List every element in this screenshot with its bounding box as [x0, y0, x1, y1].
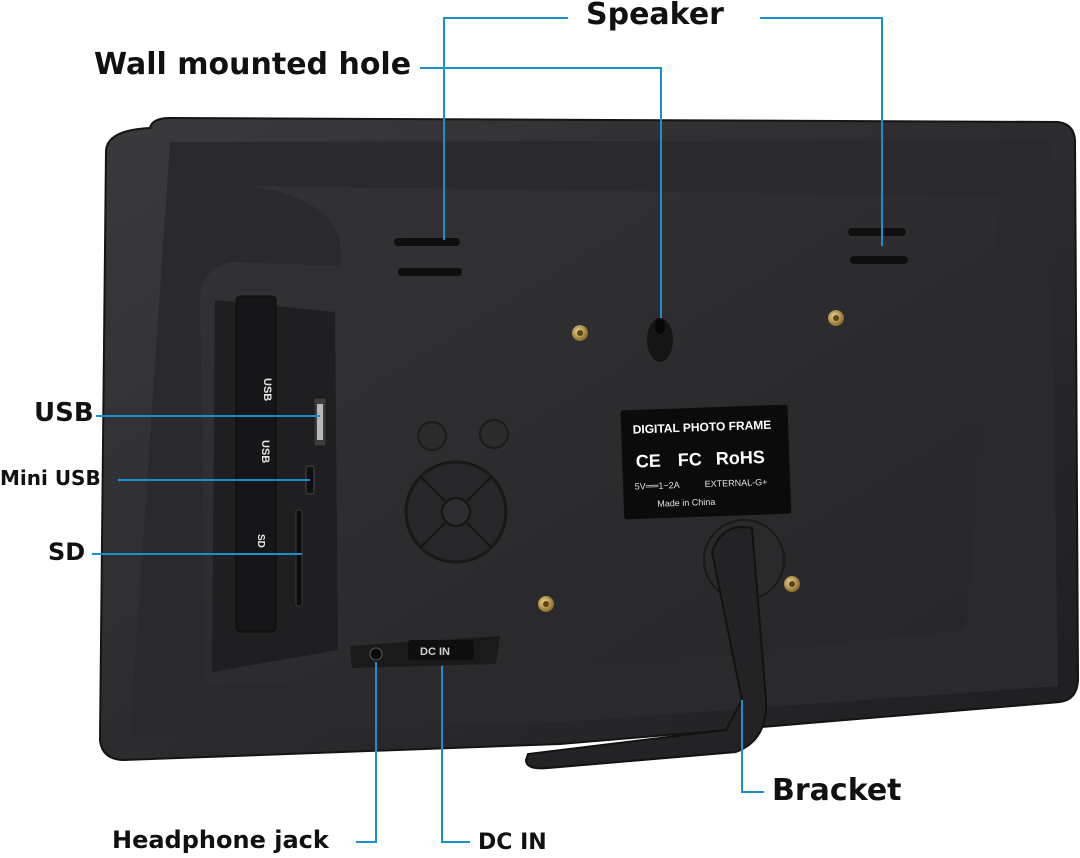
- rohs-mark: RoHS: [715, 447, 765, 469]
- slot-usb-marking-2: USB: [259, 440, 271, 463]
- callout-bracket: Bracket: [772, 773, 902, 808]
- back-panel: [200, 186, 1000, 686]
- speaker-grille-right-1: [848, 228, 906, 236]
- origin-marking: Made in China: [657, 497, 715, 509]
- speaker-grille-left-2: [398, 268, 462, 276]
- speaker-leader-left: [443, 17, 568, 240]
- wall-mount-hole: [647, 318, 673, 362]
- headphone-leader: [356, 662, 377, 843]
- speaker-grille-right-2: [850, 256, 908, 264]
- side-slot-strip: [235, 295, 277, 633]
- dc-in-port: [408, 640, 474, 660]
- dc-in-port-marking: DC IN: [420, 646, 450, 658]
- nameplate: DIGITAL PHOTO FRAME CE FC RoHS 5V══1~2A …: [619, 403, 793, 521]
- callout-headphone-jack: Headphone jack: [112, 826, 329, 854]
- sd-slot: [295, 509, 303, 607]
- callout-speaker: Speaker: [586, 0, 724, 32]
- ce-mark: CE: [635, 451, 661, 472]
- external-marking: EXTERNAL-G+: [704, 477, 767, 489]
- small-button-left: [417, 421, 447, 451]
- slot-usb-marking-1: USB: [261, 378, 273, 401]
- power-rating: 5V══1~2A: [635, 480, 680, 492]
- fcc-mark: FC: [677, 449, 702, 470]
- nameplate-title: DIGITAL PHOTO FRAME: [632, 418, 771, 437]
- headphone-port: [369, 647, 383, 661]
- bracket-leader: [741, 700, 764, 793]
- callout-wall-mounted-hole: Wall mounted hole: [94, 47, 412, 82]
- callout-dc-in: DC IN: [478, 830, 547, 855]
- wall-hole-leader: [420, 67, 662, 318]
- speaker-leader-right: [760, 17, 883, 246]
- dpad-center: [441, 497, 471, 527]
- leader-lines: [92, 17, 883, 843]
- callout-mini-usb: Mini USB: [0, 466, 101, 490]
- callout-usb: USB: [34, 398, 94, 428]
- dc-in-leader: [441, 666, 470, 843]
- slot-sd-marking: SD: [255, 534, 266, 548]
- speaker-grille-left-1: [394, 238, 460, 246]
- small-button-right: [479, 419, 509, 449]
- callout-sd: SD: [48, 538, 86, 566]
